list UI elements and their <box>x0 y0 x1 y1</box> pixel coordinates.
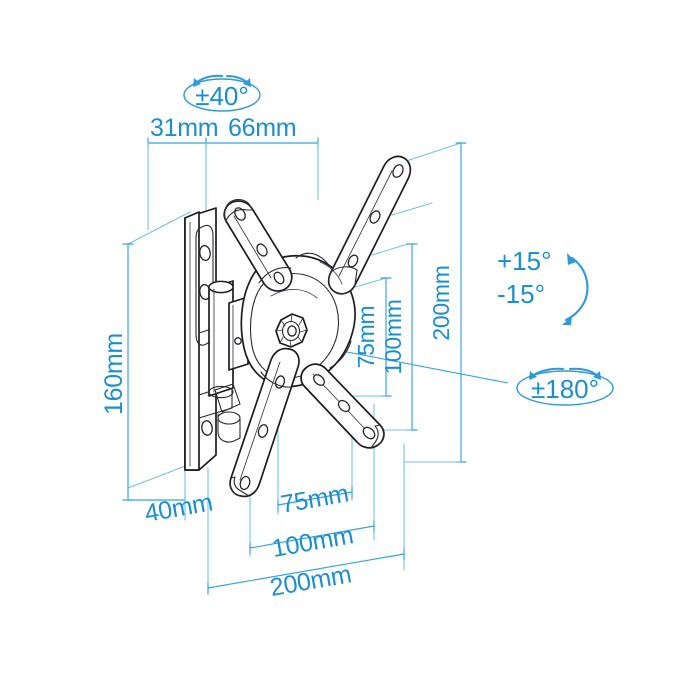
iso-helper-75-top <box>351 277 387 289</box>
arm-lower-right <box>300 363 385 449</box>
annotation-callouts <box>183 74 614 406</box>
label-66mm: 66mm <box>228 114 296 142</box>
hub-knob-knurl <box>275 313 308 348</box>
arm-upper-left-cap <box>224 199 254 222</box>
label-75mm-horizontal: 75mm <box>279 479 351 518</box>
arm-upper-left-hole-mid <box>256 243 268 257</box>
arm-lower-right-hole-tip <box>362 426 376 440</box>
label-200mm-vertical: 200mm <box>428 265 454 340</box>
fillet-lower-right <box>329 340 352 369</box>
tilt-callout <box>562 253 589 325</box>
hinge-barrel-bottom-cap <box>208 385 234 399</box>
label-200mm-horizontal: 200mm <box>268 560 353 602</box>
iso-helper-top-right <box>399 142 462 164</box>
arm-upper-right-hole-mid <box>369 210 381 224</box>
arm-lower-left-hole-tip <box>239 475 251 491</box>
label-31mm: 31mm <box>150 114 218 142</box>
hub-disc-highlight <box>270 289 318 299</box>
arm-upper-left-edge <box>233 215 272 279</box>
swivel-callout-ellipse <box>183 78 261 112</box>
arm-lower-right-hole-mid <box>337 399 351 413</box>
wall-plate-hole-top <box>199 244 211 262</box>
tilt-arrow-head-up <box>567 253 576 265</box>
fillet-lower-left <box>260 371 293 388</box>
tilt-arc-upper <box>570 256 589 300</box>
hinge-plate-screw <box>234 337 242 345</box>
swivel-hinge-assembly <box>208 280 249 443</box>
hinge-barrel-top-cap <box>208 280 234 294</box>
iso-helper-200-top <box>391 202 433 216</box>
rotation-callout <box>516 367 614 406</box>
arm-upper-right <box>327 155 412 295</box>
dimension-labels: 31mm 66mm 160mm 40mm 75mm 100mm 200mm 75… <box>100 81 599 602</box>
label-40mm: 40mm <box>143 488 215 527</box>
label-rotation-angle: ±180° <box>531 374 599 404</box>
label-100mm-vertical: 100mm <box>380 299 406 374</box>
arm-upper-left <box>223 199 293 292</box>
arm-lower-left-cap <box>229 476 250 497</box>
wall-plate <box>184 207 233 471</box>
hinge-lower-pivot <box>217 411 241 425</box>
vesa-arms <box>223 155 412 498</box>
wall-plate-slot <box>195 224 214 346</box>
rotation-arrow-left-arc <box>530 367 565 378</box>
bottom-dim-75-line <box>277 491 353 506</box>
label-tilt-down: -15° <box>497 279 545 309</box>
tilt-arrow-head-down <box>562 316 572 325</box>
arm-upper-right-edge <box>338 170 393 277</box>
hub-disc-inner <box>249 273 339 379</box>
arm-upper-left-hole-low <box>273 271 285 285</box>
swivel-arrow-left-head <box>193 78 201 87</box>
arm-lower-left-edge <box>239 361 281 481</box>
swivel-arrow-right-head <box>243 78 251 87</box>
rotation-arrow-left-head <box>529 371 537 380</box>
label-75mm-vertical: 75mm <box>353 306 379 369</box>
wall-mount-illustration <box>184 155 412 498</box>
label-swivel-angle: ±40° <box>195 81 249 111</box>
label-100mm-horizontal: 100mm <box>270 521 355 563</box>
hinge-lower-link <box>214 383 241 413</box>
arm-upper-right-hole-tip <box>392 164 404 178</box>
swivel-callout <box>183 74 261 112</box>
fillet-upper-left <box>258 267 292 284</box>
tilt-arc-lower <box>564 296 588 322</box>
arm-upper-right-foot <box>328 266 358 295</box>
iso-helper-100-top <box>371 243 409 256</box>
hinge-lower-collar <box>217 413 241 443</box>
wall-plate-hole-bottom <box>201 420 213 436</box>
iso-helper-upper-left <box>127 211 191 245</box>
label-160mm: 160mm <box>100 333 128 415</box>
hub-knob-center <box>287 325 297 337</box>
rotation-callout-ellipse <box>516 370 614 406</box>
arm-upper-right-hole-low <box>347 254 359 268</box>
arm-lower-left-hole-mid <box>257 424 269 438</box>
label-tilt-up: +15° <box>497 246 552 276</box>
bottom-dim-200-line <box>207 553 405 589</box>
bottom-dim-100-line <box>249 525 375 549</box>
rotation-arrow-right-head <box>593 371 601 380</box>
fillet-top <box>295 252 329 265</box>
fillet-shade-right <box>319 261 343 285</box>
arm-lower-right-hole-low <box>313 374 325 386</box>
hub-arm-fillets <box>258 252 352 388</box>
arm-lower-right-cap <box>370 424 385 449</box>
